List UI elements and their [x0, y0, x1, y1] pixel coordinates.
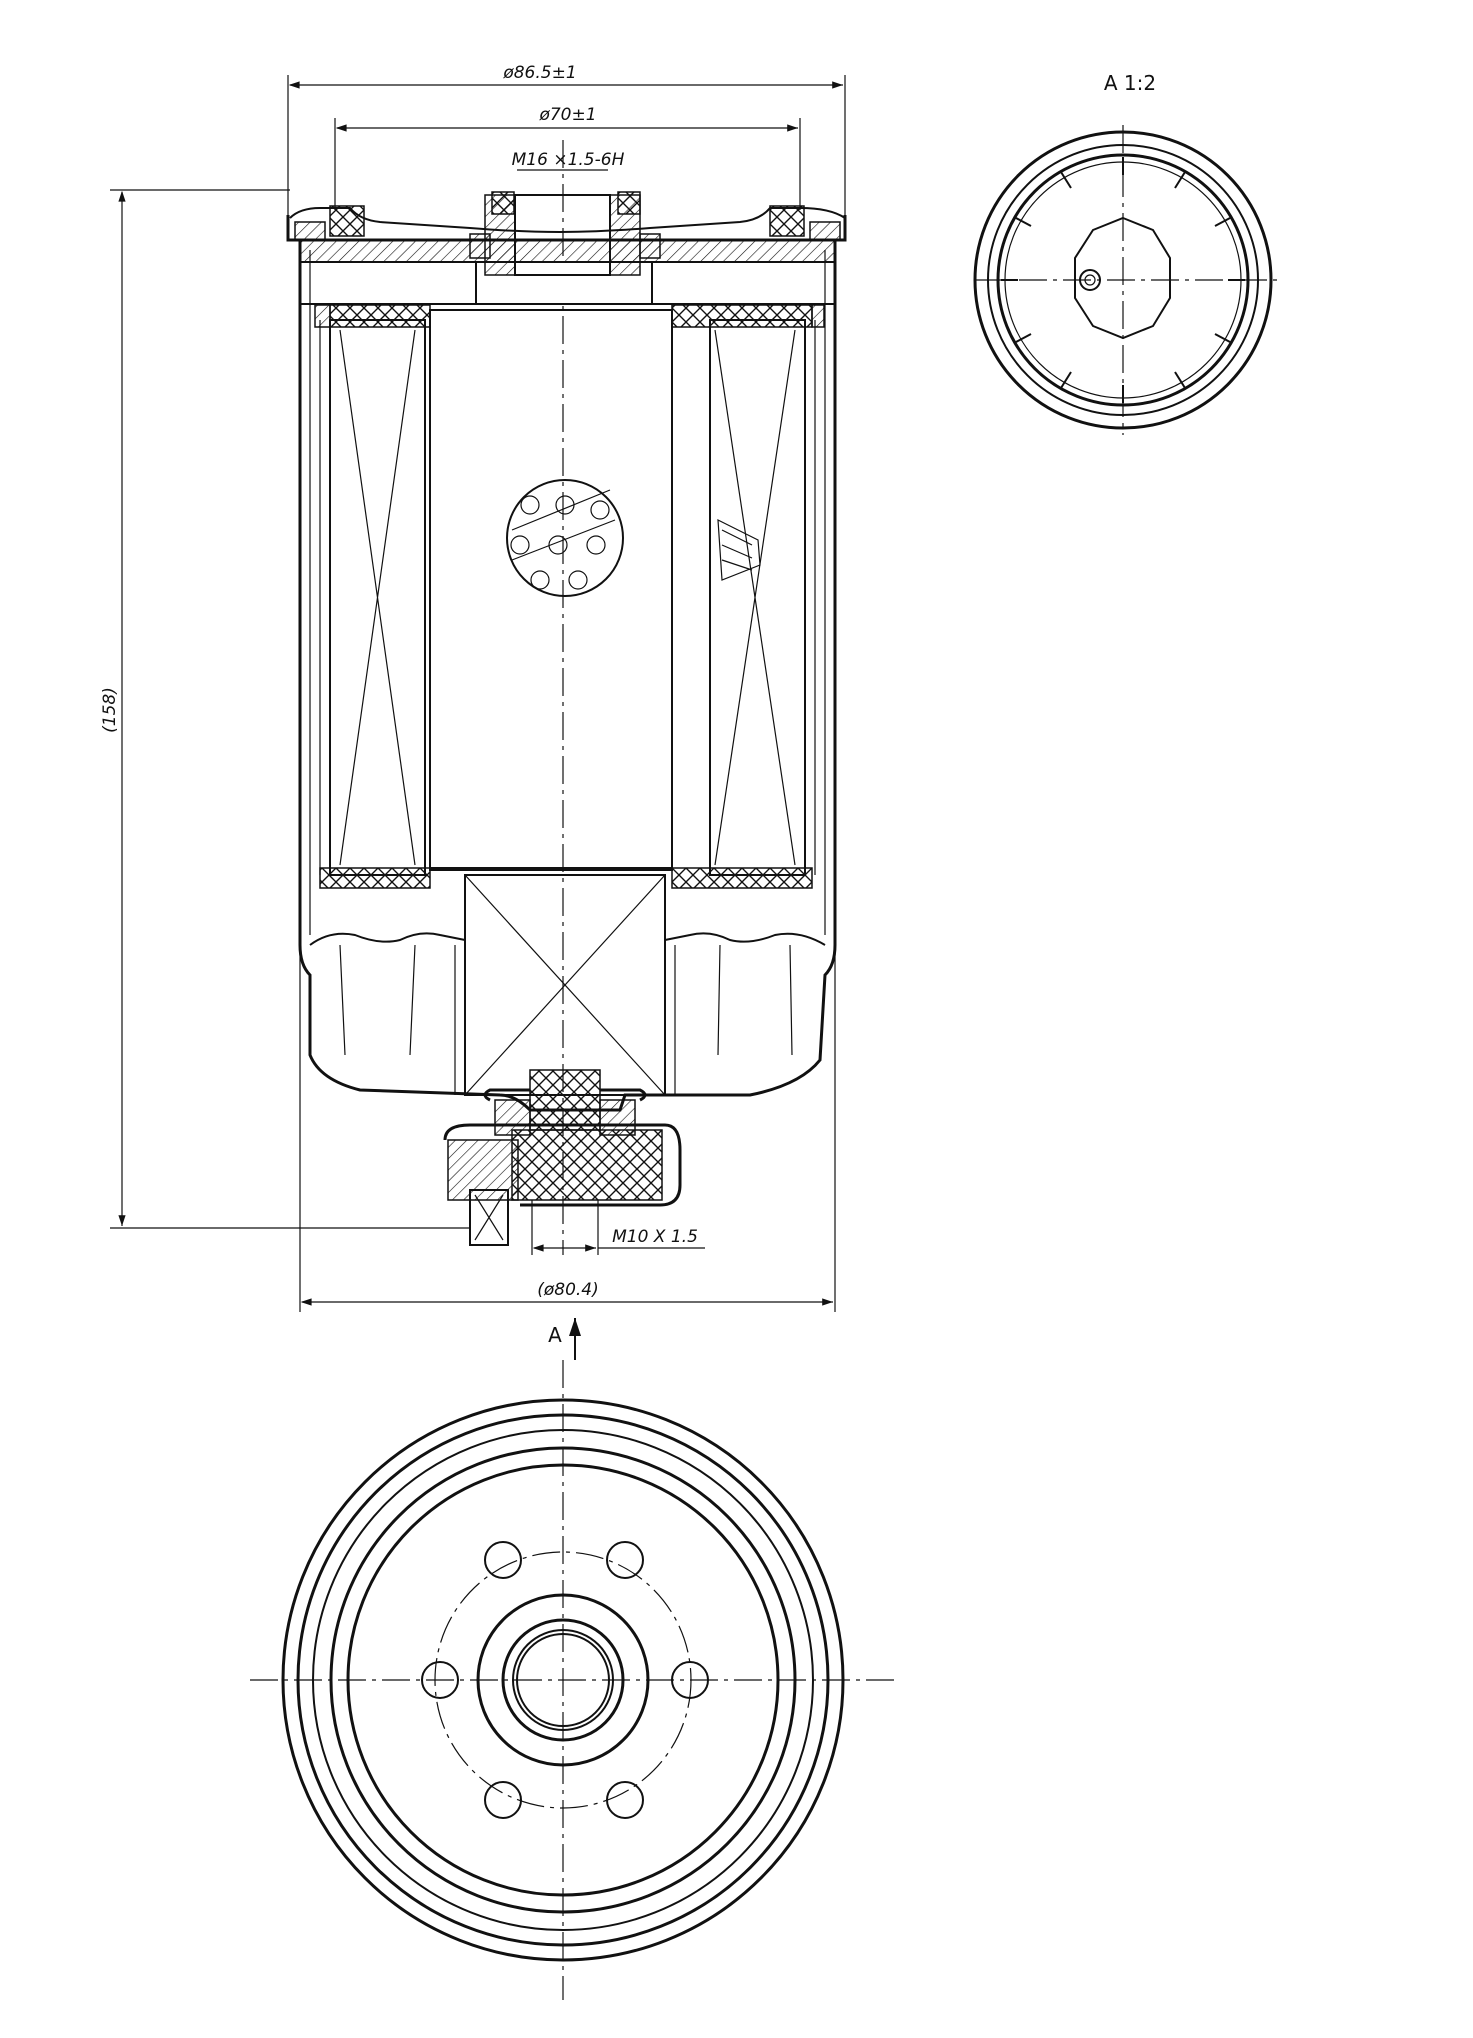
bottom-view: [250, 1360, 895, 2000]
detail-view: A 1:2: [973, 71, 1280, 435]
view-a-label: A: [548, 1323, 562, 1347]
dim-overall-height: (158): [100, 687, 120, 733]
dim-top-thread: M16 ×1.5-6H: [512, 150, 625, 170]
view-a-arrow: A: [548, 1318, 581, 1360]
detail-view-label: A 1:2: [1104, 71, 1156, 95]
section-view: [286, 140, 847, 1255]
dim-drain-thread: M10 X 1.5: [612, 1227, 698, 1247]
dim-body-diameter: (ø80.4): [537, 1280, 599, 1300]
dim-outer-diameter: ø86.5±1: [502, 63, 576, 83]
dim-seal-diameter: ø70±1: [538, 105, 596, 125]
dimensions: ø86.5±1 ø70±1 M16 ×1.5-6H (158) M10 X 1.…: [100, 63, 846, 1312]
